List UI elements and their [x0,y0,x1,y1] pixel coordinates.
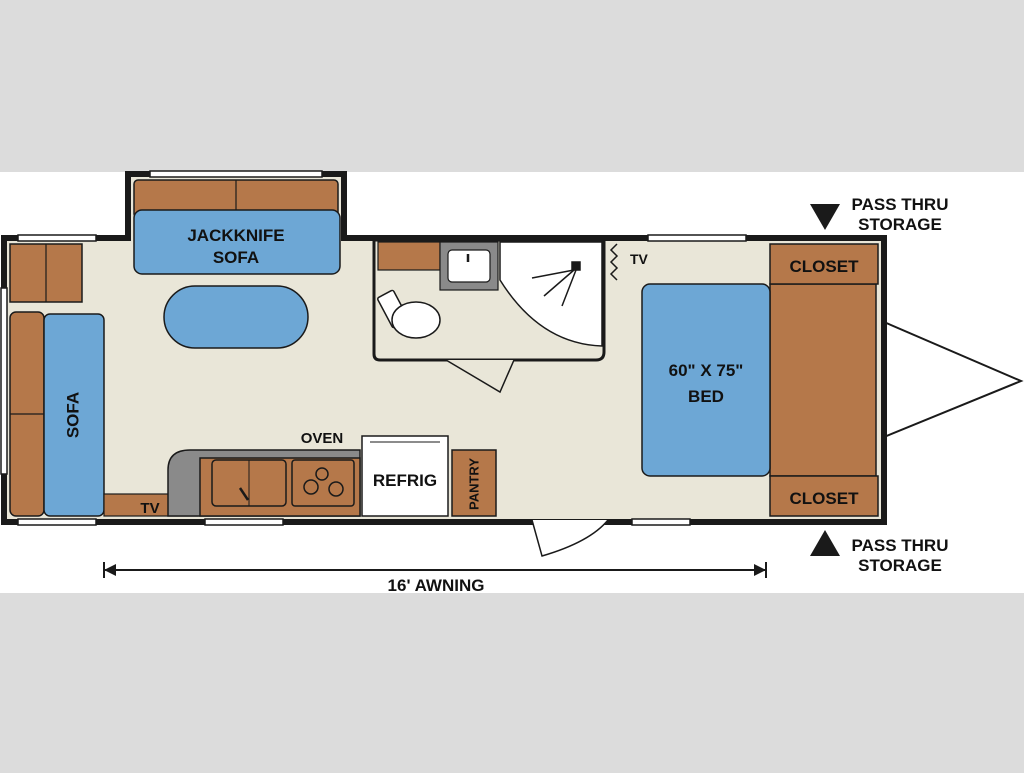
dinette-table [163,285,309,349]
burner-icon [315,467,329,481]
window [204,518,284,526]
tv-label-bath: TV [630,251,649,267]
window [17,518,97,526]
pantry-label: PANTRY [466,458,481,510]
pass-thru-bottom-label: PASS THRU [852,536,949,555]
refrig-label: REFRIG [373,471,437,490]
window [0,287,8,475]
entry-door [531,519,609,557]
pass-thru-top-label-2: STORAGE [858,215,942,234]
closet-bottom [769,475,879,517]
jackknife-sofa-label: JACKKNIFE [187,226,284,245]
kitchen-counter [167,449,361,517]
closet-top [769,243,879,285]
windows [0,170,747,526]
burner-icon [328,481,344,497]
arrow-right-icon [754,564,766,576]
window [647,234,747,242]
jackknife-sofa-label-2: SOFA [213,248,259,267]
tv-mount-icon [609,243,619,281]
bed [641,283,771,477]
oven-label: OVEN [301,430,344,447]
refrigerator [361,435,449,517]
sofa: SOFA [9,243,105,517]
bathroom [372,238,606,394]
sofa-label: SOFA [63,392,82,438]
closet-bottom-label: CLOSET [790,489,860,508]
stove [291,459,355,507]
bed-base [769,283,877,477]
jackknife-sofa: JACKKNIFE SOFA [133,179,341,275]
pass-thru-bottom-label-2: STORAGE [858,556,942,575]
toilet-icon [377,289,441,339]
arrow-left-icon [104,564,116,576]
bed-label: BED [688,387,724,406]
exterior-wall [1,171,887,525]
burner-icon [303,479,319,495]
tv-label-front: TV [140,500,159,517]
window [149,170,323,178]
pass-thru-top-label: PASS THRU [852,195,949,214]
triangle-down-icon [810,204,840,230]
bathroom-door [445,359,515,394]
bed-size-label: 60" X 75" [669,361,744,380]
closet-top-label: CLOSET [790,257,860,276]
window [17,234,97,242]
awning-label: 16' AWNING [388,576,485,595]
triangle-up-icon [810,530,840,556]
window [631,518,691,526]
shower-head-icon [531,261,581,307]
faucet-icon [238,487,250,501]
pantry [451,449,497,517]
